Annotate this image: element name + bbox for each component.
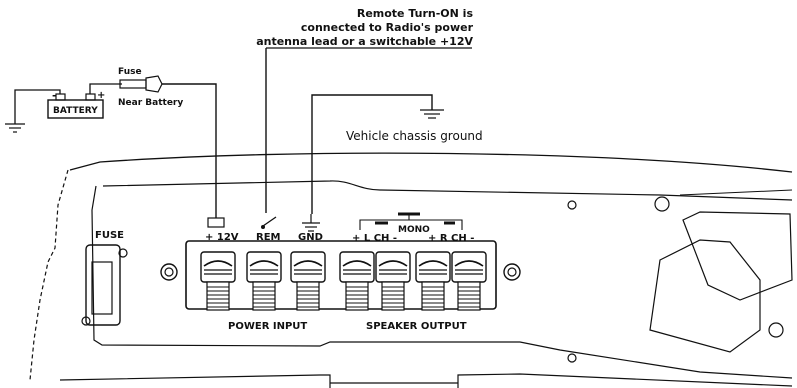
amp-fuse-holder: FUSE [81, 230, 128, 326]
terminal-gnd [290, 251, 326, 311]
battery-pos-sign: + [97, 90, 105, 101]
ground-symbol-icon [302, 214, 320, 232]
terminal-rem [246, 251, 282, 311]
remote-note-line2: connected to Radio's power [301, 21, 474, 34]
amplifier-outline [29, 152, 793, 388]
amp-fuse-label: FUSE [95, 230, 124, 241]
terminal-rch-pos [415, 251, 451, 311]
switch-icon [261, 216, 277, 229]
label-lch: + L CH - [352, 233, 397, 244]
battery-ground-wire [5, 89, 61, 133]
label-plus12v: + 12V [205, 232, 239, 243]
remote-note-line1: Remote Turn-ON is [357, 7, 474, 20]
label-gnd: GND [298, 232, 323, 243]
wire-12v [162, 83, 217, 218]
label-mono: MONO [398, 225, 430, 235]
label-rem: REM [256, 232, 281, 243]
battery: BATTERY - + [47, 89, 105, 119]
wire-gnd [311, 94, 433, 214]
terminal-block [160, 240, 521, 311]
chassis-ground-label: Vehicle chassis ground [346, 129, 483, 143]
battery-symbol-icon [207, 217, 225, 228]
inline-fuse-note: Near Battery [118, 98, 183, 108]
battery-label: BATTERY [53, 106, 98, 116]
inline-fuse: Fuse Near Battery [89, 67, 183, 108]
terminal-lch-neg [375, 251, 411, 311]
battery-neg-sign: - [52, 89, 57, 102]
inline-fuse-label: Fuse [118, 67, 142, 77]
remote-note-line3: antenna lead or a switchable +12V [256, 35, 473, 48]
mono-bridge [359, 212, 463, 230]
chassis-ground-icon [420, 109, 444, 119]
label-rch: + R CH - [428, 233, 474, 244]
section-speaker-output: SPEAKER OUTPUT [366, 321, 467, 332]
terminal-plus12v [200, 251, 236, 311]
section-power-input: POWER INPUT [228, 321, 307, 332]
terminal-lch-pos [339, 251, 375, 311]
terminal-rch-neg [451, 251, 487, 311]
terminal-labels: + 12V REM GND MONO + L CH - + R CH - POW… [205, 212, 474, 332]
